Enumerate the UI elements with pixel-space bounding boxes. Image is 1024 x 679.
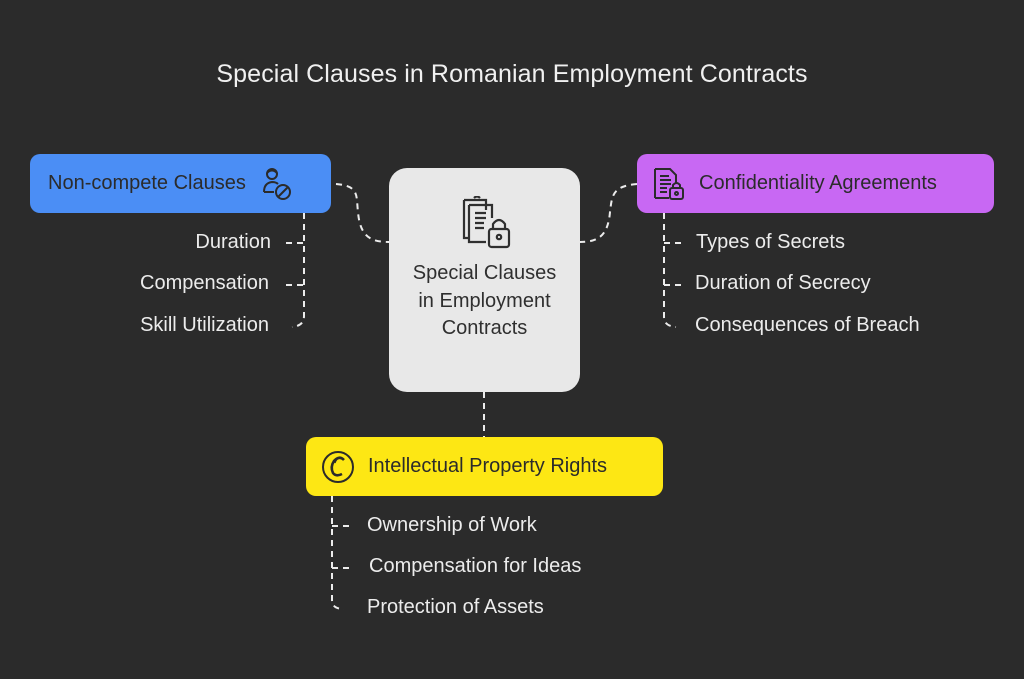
leaf-consequences-of-breach: Consequences of Breach: [695, 314, 920, 336]
connector-confidentiality-center: [579, 183, 638, 243]
leaf-compensation-for-ideas: Compensation for Ideas: [369, 555, 582, 577]
leaf-types-of-secrets: Types of Secrets: [696, 231, 845, 253]
leaf-duration: Duration: [195, 231, 271, 253]
trunk-noncompete: [291, 213, 305, 328]
trunk-ip: [331, 496, 345, 610]
trunk-confidentiality: [663, 213, 677, 328]
leaf-protection-of-assets: Protection of Assets: [367, 596, 544, 618]
leaf-ownership-of-work: Ownership of Work: [367, 514, 537, 536]
clipboard-lock-icon: [456, 195, 514, 254]
leaf-compensation: Compensation: [140, 272, 269, 294]
leaf-skill-utilization: Skill Utilization: [140, 314, 269, 336]
connector-noncompete-center: [335, 183, 390, 243]
leaf-duration-of-secrecy: Duration of Secrecy: [695, 272, 871, 294]
central-topic: Special Clauses in Employment Contracts: [389, 168, 580, 392]
node-confidentiality-agreements[interactable]: Confidentiality Agreements: [637, 154, 994, 213]
document-lock-icon: [649, 164, 689, 204]
diagram-title: Special Clauses in Romanian Employment C…: [216, 60, 808, 88]
copyright-icon: [318, 447, 358, 487]
node-label: Non-compete Clauses: [48, 172, 246, 194]
node-intellectual-property-rights[interactable]: Intellectual Property Rights: [306, 437, 663, 496]
node-non-compete-clauses[interactable]: Non-compete Clauses: [30, 154, 331, 213]
person-blocked-icon: [256, 164, 296, 204]
node-label: Confidentiality Agreements: [699, 172, 937, 194]
central-topic-label: Special Clauses in Employment Contracts: [412, 262, 557, 339]
node-label: Intellectual Property Rights: [368, 455, 608, 477]
